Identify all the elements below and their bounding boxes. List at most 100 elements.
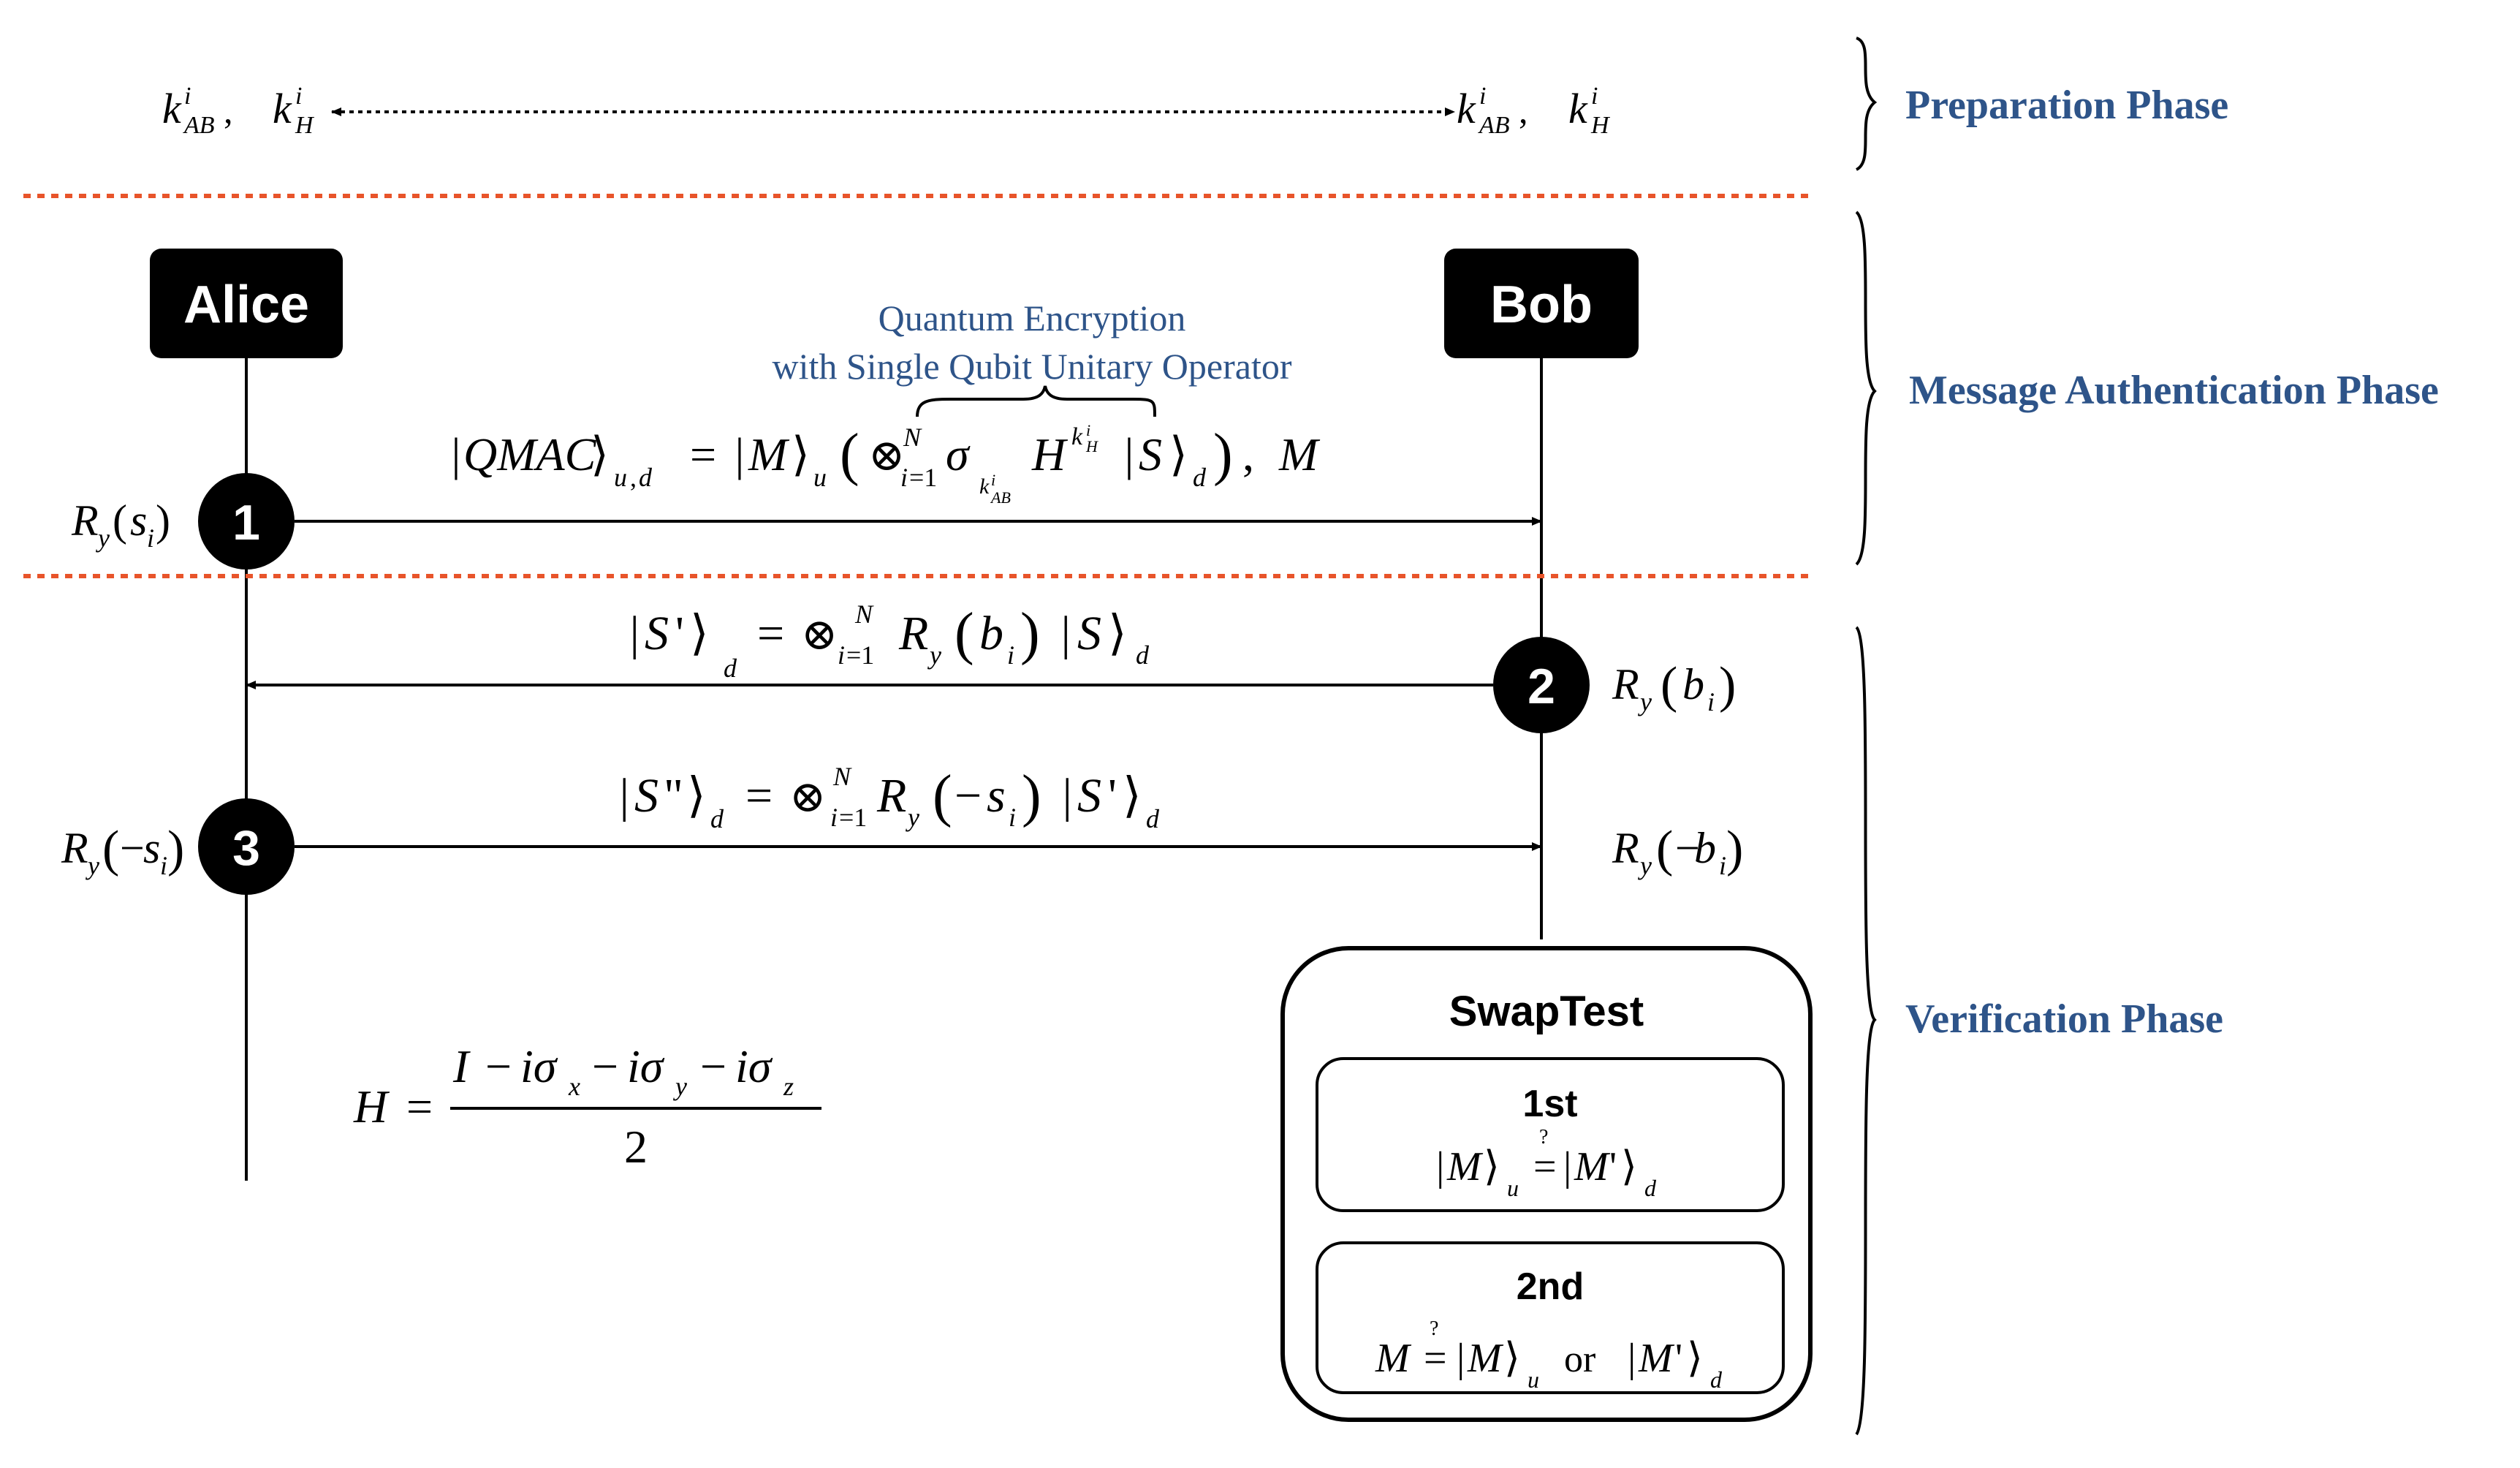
swaptest-first-label: 1st [1522, 1083, 1577, 1125]
svg-text:y: y [927, 640, 941, 670]
svg-text:R: R [1612, 824, 1639, 872]
svg-text:⟩: ⟩ [1687, 1336, 1703, 1381]
svg-text:i: i [1591, 83, 1598, 110]
svg-text:i: i [900, 463, 908, 492]
svg-text:k: k [1457, 85, 1476, 132]
svg-text:N: N [832, 762, 852, 791]
svg-text:': ' [1108, 769, 1117, 822]
svg-text:k: k [273, 85, 292, 132]
svg-text:=1: =1 [839, 803, 867, 832]
svg-text:y: y [86, 851, 99, 880]
svg-text:R: R [898, 607, 928, 660]
svg-text:(: ( [955, 602, 974, 666]
svg-text:=: = [1424, 1336, 1447, 1381]
svg-text:i: i [1479, 83, 1486, 110]
svg-text:−: − [485, 1040, 512, 1092]
svg-text:H: H [1031, 428, 1069, 480]
svg-text:H: H [1085, 437, 1098, 455]
svg-text:−: − [700, 1040, 726, 1092]
bob-rotation-b: R y ( b i ) [1612, 657, 1736, 716]
svg-text:iσ: iσ [520, 1040, 558, 1092]
svg-text:k: k [1568, 85, 1588, 132]
svg-text:': ' [1675, 1336, 1682, 1381]
svg-text:b: b [1694, 824, 1716, 872]
swaptest-title: SwapTest [1449, 988, 1644, 1035]
svg-text:i: i [1009, 803, 1016, 832]
svg-text:S: S [1077, 607, 1101, 660]
s-double-prime-equation: | S " ⟩ d = ⊗ N i=1 R y ( − s i ) | S ' … [617, 762, 1160, 833]
svg-text:|: | [1058, 607, 1071, 660]
svg-text:=: = [757, 607, 784, 660]
svg-text:i: i [1007, 640, 1014, 670]
svg-text:): ) [1020, 602, 1040, 666]
svg-text:?: ? [1539, 1126, 1548, 1149]
svg-text:iσ: iσ [735, 1040, 773, 1092]
svg-text:AB: AB [1478, 112, 1510, 139]
svg-text:s: s [130, 496, 147, 545]
step-3-marker [198, 798, 295, 895]
qmac-equation: | QMAC ⟩ u,d = | M ⟩ u ( ⊗ N i=1 σ k i A… [449, 421, 1321, 507]
svg-text:,: , [1242, 428, 1254, 480]
key-pair-bob: k i AB , k i H [1457, 83, 1611, 139]
svg-text:s: s [143, 824, 160, 872]
svg-text:s: s [987, 769, 1006, 822]
svg-text:): ) [1719, 657, 1736, 714]
svg-text:': ' [675, 607, 684, 660]
svg-text:b: b [979, 607, 1003, 660]
svg-text:d: d [1644, 1175, 1657, 1201]
svg-text:): ) [167, 821, 184, 877]
svg-text:y: y [906, 803, 919, 832]
svg-text:=: = [745, 769, 773, 822]
svg-text:|: | [617, 769, 630, 822]
svg-text:|: | [1122, 428, 1135, 480]
svg-text:|: | [627, 607, 640, 660]
svg-text:d: d [1193, 463, 1207, 492]
svg-text:QMAC: QMAC [463, 428, 597, 480]
svg-text:u: u [1507, 1175, 1519, 1201]
svg-text:R: R [876, 769, 906, 822]
svg-text:(: ( [1661, 657, 1677, 714]
svg-text:⟩: ⟩ [1484, 1144, 1500, 1189]
svg-text:): ) [1213, 423, 1233, 487]
alice-rotation-s: R y ( s i ) [71, 496, 170, 553]
svg-text:⊗: ⊗ [789, 773, 826, 821]
svg-text:⟩: ⟩ [792, 428, 810, 480]
svg-text:H: H [353, 1081, 390, 1132]
or-text: or [1564, 1339, 1595, 1380]
svg-text:⟩: ⟩ [1123, 769, 1142, 822]
svg-text:): ) [156, 496, 170, 545]
alice-rotation-neg-s: R y ( − s i ) [61, 821, 184, 880]
svg-text:iσ: iσ [627, 1040, 665, 1092]
step-2-marker [1493, 637, 1590, 733]
svg-text:i: i [991, 471, 995, 489]
svg-text:": " [664, 769, 683, 822]
svg-text:−: − [955, 769, 982, 822]
svg-text:I: I [452, 1040, 471, 1092]
step-3-label: 3 [232, 820, 260, 876]
svg-text:=1: =1 [846, 640, 874, 670]
svg-text:?: ? [1430, 1317, 1438, 1340]
svg-text:AB: AB [183, 112, 215, 139]
svg-text:|: | [1454, 1336, 1465, 1381]
svg-text:): ) [1022, 764, 1041, 828]
svg-text:|: | [1434, 1144, 1445, 1189]
svg-text:': ' [1609, 1144, 1617, 1189]
step-1-label: 1 [232, 495, 260, 550]
svg-text:,: , [630, 463, 637, 492]
svg-text:=: = [406, 1081, 433, 1132]
svg-text:i: i [295, 83, 302, 110]
annotation-line-2: with Single Qubit Unitary Operator [773, 346, 1292, 387]
svg-text:⟩: ⟩ [1169, 428, 1188, 480]
svg-text:−: − [592, 1040, 618, 1092]
svg-text:y: y [1638, 687, 1652, 716]
svg-text:(: ( [113, 496, 127, 545]
bob-box: Bob [1444, 249, 1639, 358]
alice-box: Alice [150, 249, 343, 358]
svg-text:,: , [1519, 90, 1528, 131]
svg-text:=: = [690, 428, 716, 480]
svg-text:y: y [1638, 851, 1652, 880]
svg-text:u: u [813, 463, 827, 492]
svg-text:i: i [1719, 851, 1726, 880]
bob-label: Bob [1490, 276, 1593, 334]
svg-text:k: k [162, 85, 182, 132]
